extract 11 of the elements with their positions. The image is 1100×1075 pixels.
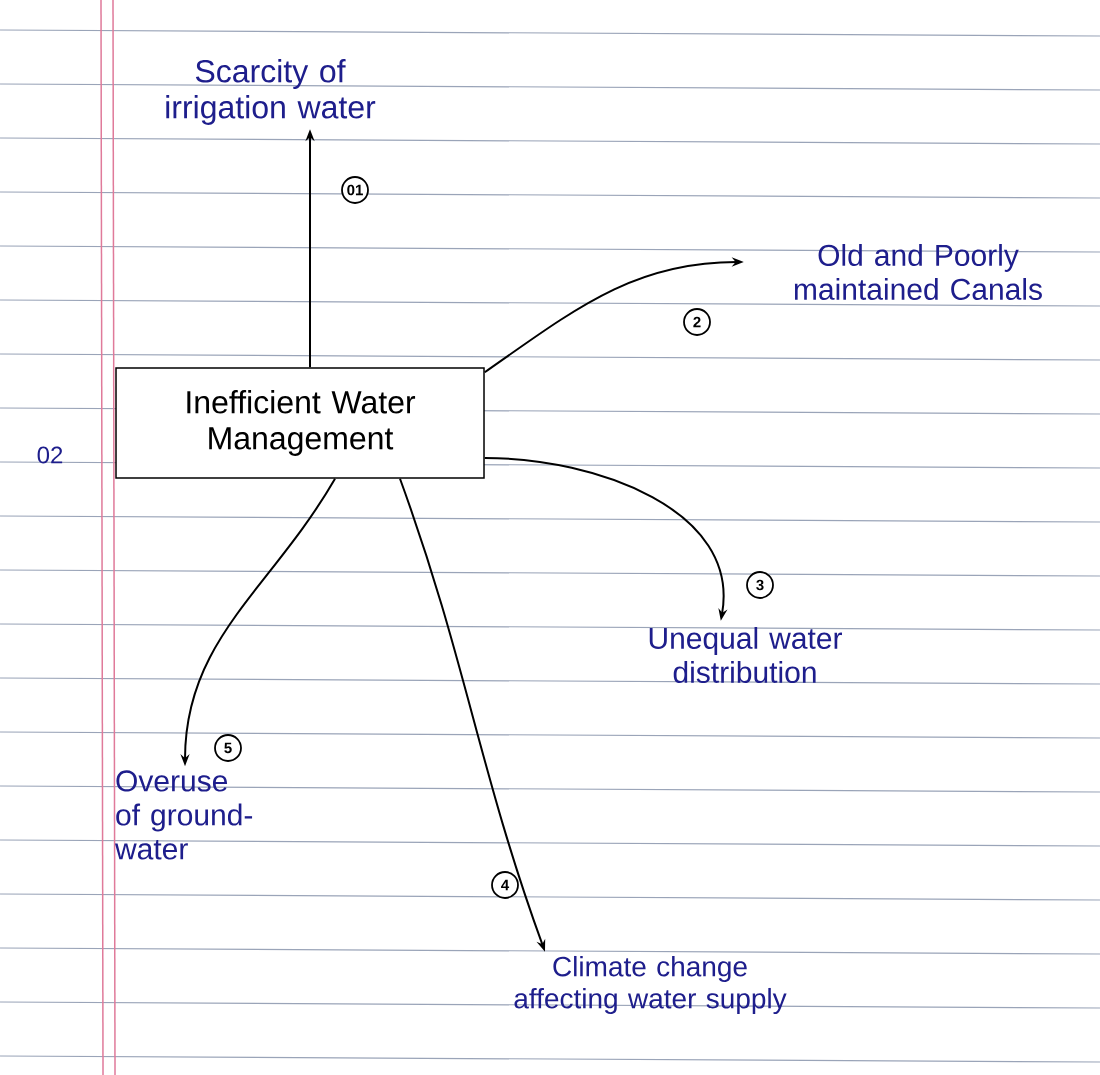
section-number: 02: [37, 446, 63, 464]
callout-number: 5: [214, 734, 242, 762]
callout-number: 3: [746, 571, 774, 599]
cause-text: Old and Poorly maintained Canals: [794, 244, 1042, 300]
callout-number: 2: [683, 308, 711, 336]
cause-text: Climate change affecting water supply: [514, 955, 787, 1015]
process-box: Inefficient Water Management: [115, 367, 485, 479]
cause-text: Overuse of ground-water: [114, 770, 253, 860]
callout-number: 4: [491, 871, 519, 899]
cause-text: Unequal water distribution: [649, 627, 842, 683]
cause-text: Scarcity of irrigation water: [166, 59, 376, 125]
